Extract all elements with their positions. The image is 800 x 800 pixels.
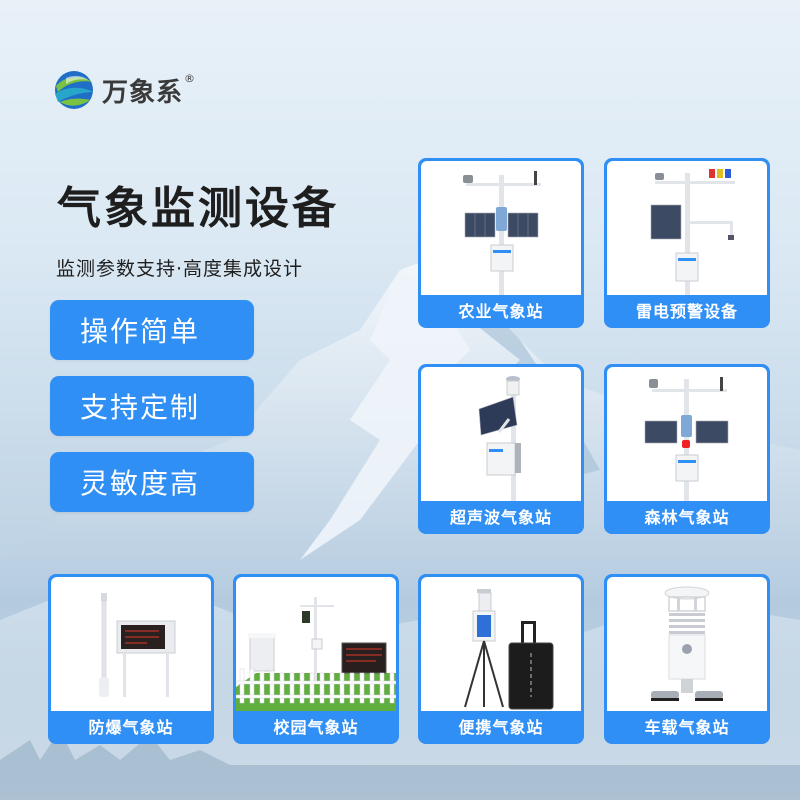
product-image [607, 577, 767, 711]
feature-button-high-sensitivity[interactable]: 灵敏度高 [50, 452, 254, 512]
product-image [421, 577, 581, 711]
product-image [421, 367, 581, 501]
ultrasonic-weather-station-icon [478, 376, 521, 501]
product-image [607, 367, 767, 501]
solar-weather-station-icon [463, 171, 541, 295]
product-label: 校园气象站 [273, 718, 359, 737]
feature-label: 支持定制 [80, 391, 201, 424]
product-image [51, 577, 211, 711]
product-label: 农业气象站 [458, 302, 544, 321]
brand-logo: 万象系 ® [52, 68, 195, 112]
product-card-campus[interactable]: 校园气象站 [233, 574, 399, 744]
product-card-ultrasonic[interactable]: 超声波气象站 [418, 364, 584, 534]
product-label: 便携气象站 [458, 718, 544, 737]
brand-name: 万象系 [102, 77, 184, 108]
product-card-portable[interactable]: 便携气象站 [418, 574, 584, 744]
product-label: 雷电预警设备 [635, 302, 738, 321]
feature-label: 操作简单 [80, 315, 201, 348]
feature-button-easy-operation[interactable]: 操作简单 [50, 300, 254, 360]
product-image [607, 161, 767, 295]
campus-weather-station-icon [236, 597, 396, 711]
product-card-forest[interactable]: 森林气象站 [604, 364, 770, 534]
feature-button-customizable[interactable]: 支持定制 [50, 376, 254, 436]
vehicle-weather-sensor-icon [651, 586, 723, 701]
feature-label: 灵敏度高 [80, 467, 201, 500]
product-label: 车载气象站 [644, 718, 730, 737]
product-card-agricultural[interactable]: 农业气象站 [418, 158, 584, 328]
product-label: 超声波气象站 [449, 508, 552, 527]
portable-weather-station-icon [464, 589, 554, 710]
page-subtitle: 监测参数支持·高度集成设计 [56, 258, 304, 280]
product-card-explosion-proof[interactable]: 防爆气象站 [48, 574, 214, 744]
product-image [421, 161, 581, 295]
product-image [236, 577, 396, 711]
product-card-lightning-warning[interactable]: 雷电预警设备 [604, 158, 770, 328]
lightning-warning-station-icon [650, 169, 735, 295]
registered-mark: ® [184, 71, 196, 85]
globe-swirl-icon [55, 71, 93, 109]
product-label: 防爆气象站 [88, 718, 174, 737]
page-title: 气象监测设备 [57, 183, 339, 234]
product-label: 森林气象站 [644, 508, 730, 527]
forest-weather-station-icon [644, 377, 729, 501]
explosion-proof-station-icon [99, 593, 176, 697]
product-card-vehicle[interactable]: 车载气象站 [604, 574, 770, 744]
